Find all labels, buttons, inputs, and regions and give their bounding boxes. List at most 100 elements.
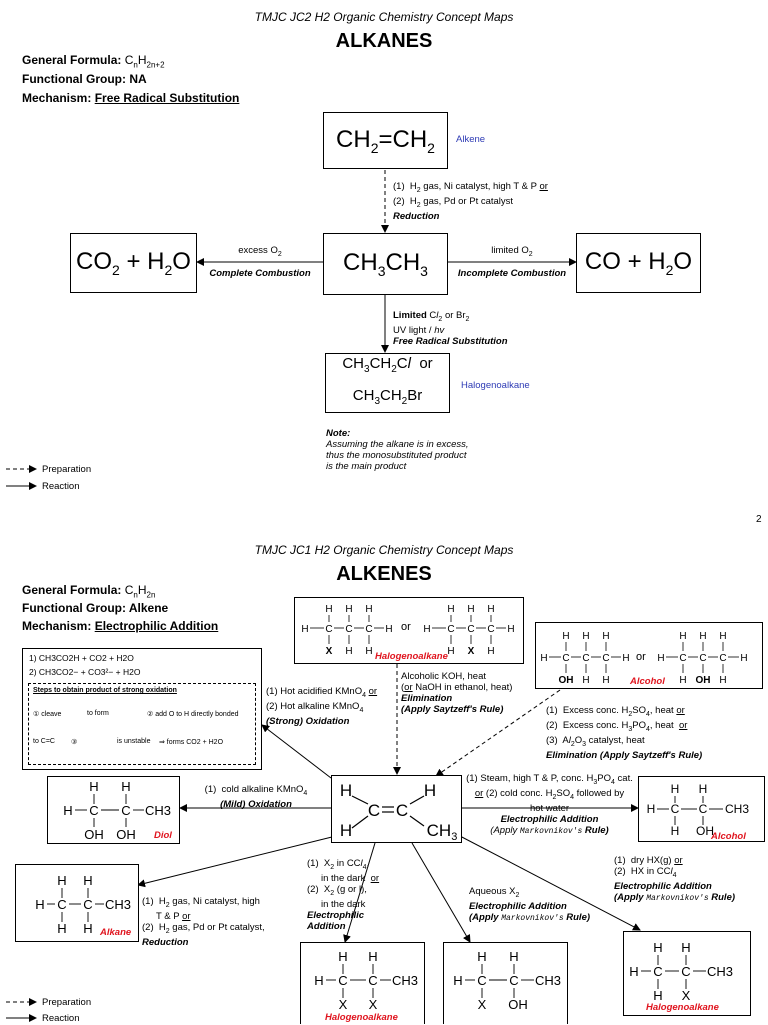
halogenoalkane-bottom-tag: Halogenoalkane	[646, 1002, 719, 1013]
oxidation-steps-title: Steps to obtain product of strong oxidat…	[33, 687, 177, 694]
svg-text:X: X	[339, 997, 348, 1012]
oxidation-steps: Steps to obtain product of strong oxidat…	[28, 683, 256, 765]
strong-oxidation-box: 1) CH3CO2H + CO2 + H2O 2) CH3CO2− + CO3²…	[22, 648, 262, 770]
svg-text:H: H	[562, 631, 569, 642]
hx-conditions: (1) dry HX(g) or (2) HX in CCl4 Electrop…	[614, 855, 736, 903]
svg-text:C: C	[89, 803, 98, 818]
page1-header: TMJC JC2 H2 Organic Chemistry Concept Ma…	[254, 10, 514, 24]
svg-text:H: H	[345, 604, 352, 615]
svg-text:H: H	[671, 824, 680, 838]
svg-text:C: C	[396, 801, 408, 820]
svg-text:H: H	[35, 897, 44, 912]
svg-text:H: H	[671, 782, 680, 796]
alkane-tag: Alkane	[100, 927, 132, 938]
hydration-conditions: (1) Steam, high T & P, conc. H3PO4 cat. …	[466, 773, 633, 836]
functional-group-2: Functional Group: Alkene	[22, 601, 169, 615]
svg-text:H: H	[424, 781, 436, 800]
ethene-box: CH2=CH2	[323, 112, 448, 169]
svg-text:C: C	[477, 973, 486, 988]
svg-text:OH: OH	[84, 827, 104, 842]
svg-text:H: H	[681, 940, 690, 955]
svg-text:H: H	[507, 624, 514, 635]
alkene-tag: Alkene	[456, 134, 486, 145]
svg-text:H: H	[653, 988, 662, 1003]
svg-text:X: X	[478, 997, 487, 1012]
svg-text:CH3: CH3	[105, 897, 131, 912]
svg-text:C: C	[83, 897, 92, 912]
svg-text:C: C	[368, 801, 380, 820]
svg-text:C: C	[368, 973, 377, 988]
svg-text:X: X	[468, 646, 475, 657]
svg-text:H: H	[83, 873, 92, 888]
halogenoalkane-box: CH3CH2Cl or CH3CH2Br	[325, 353, 450, 413]
halogenoalkane-top-tag: Halogenoalkane	[375, 651, 448, 662]
svg-text:C: C	[447, 624, 454, 635]
svg-text:C: C	[121, 803, 130, 818]
svg-text:H: H	[340, 781, 352, 800]
svg-text:CH3: CH3	[427, 821, 458, 843]
svg-text:H: H	[301, 624, 308, 635]
complete-combustion-label: excess O2 Complete Combustion	[209, 245, 311, 279]
svg-text:C: C	[509, 973, 518, 988]
svg-text:OH: OH	[559, 675, 574, 686]
note: Note: Assuming the alkane is in excess, …	[326, 428, 469, 472]
svg-text:OH: OH	[508, 997, 528, 1012]
svg-text:H: H	[345, 646, 352, 657]
svg-text:H: H	[582, 631, 589, 642]
alcohol-top-tag: Alcohol	[630, 676, 665, 687]
mechanism: Mechanism: Free Radical Substitution	[22, 91, 240, 105]
svg-text:X: X	[369, 997, 378, 1012]
svg-text:H: H	[57, 873, 66, 888]
dihalogeno-tag: Halogenoalkane	[325, 1012, 398, 1023]
svg-text:CH3: CH3	[535, 973, 561, 988]
co2-h2o-box: CO2 + H2O	[70, 233, 197, 293]
or-text: or	[401, 621, 411, 633]
step-3: ③	[71, 739, 78, 746]
svg-text:C: C	[57, 897, 66, 912]
svg-text:OH: OH	[696, 675, 711, 686]
svg-text:OH: OH	[116, 827, 136, 842]
page2-header: TMJC JC1 H2 Organic Chemistry Concept Ma…	[254, 543, 514, 557]
svg-text:H: H	[477, 949, 486, 964]
svg-text:H: H	[447, 604, 454, 615]
svg-text:X: X	[682, 988, 691, 1003]
svg-text:H: H	[699, 782, 708, 796]
svg-text:H: H	[657, 653, 664, 664]
svg-text:H: H	[679, 675, 686, 686]
svg-text:H: H	[365, 604, 372, 615]
step-unstable: is unstable	[117, 738, 151, 745]
or-text-2: or	[636, 651, 646, 663]
co-h2o-box: CO + H2O	[576, 233, 701, 293]
svg-text:X: X	[326, 646, 333, 657]
step-to-cc: to C=C	[33, 738, 55, 745]
svg-text:H: H	[622, 653, 629, 664]
ethane-box: CH3CH3	[323, 233, 448, 295]
step-cleave: ① cleave	[33, 711, 62, 718]
halogenoalkane-tag: Halogenoalkane	[461, 380, 530, 391]
oxidation-product-1: 1) CH3CO2H + CO2 + H2O	[29, 653, 134, 663]
svg-text:H: H	[629, 964, 638, 979]
svg-text:C: C	[365, 624, 372, 635]
step-add-o: ② add O to H directly bonded	[147, 711, 239, 718]
svg-text:C: C	[562, 653, 569, 664]
elimination-koh-conditions: Alcoholic KOH, heat (or NaOH in ethanol,…	[401, 671, 513, 715]
svg-text:H: H	[602, 631, 609, 642]
svg-text:H: H	[453, 973, 462, 988]
svg-text:H: H	[699, 631, 706, 642]
functional-group: Functional Group: NA	[22, 72, 147, 86]
